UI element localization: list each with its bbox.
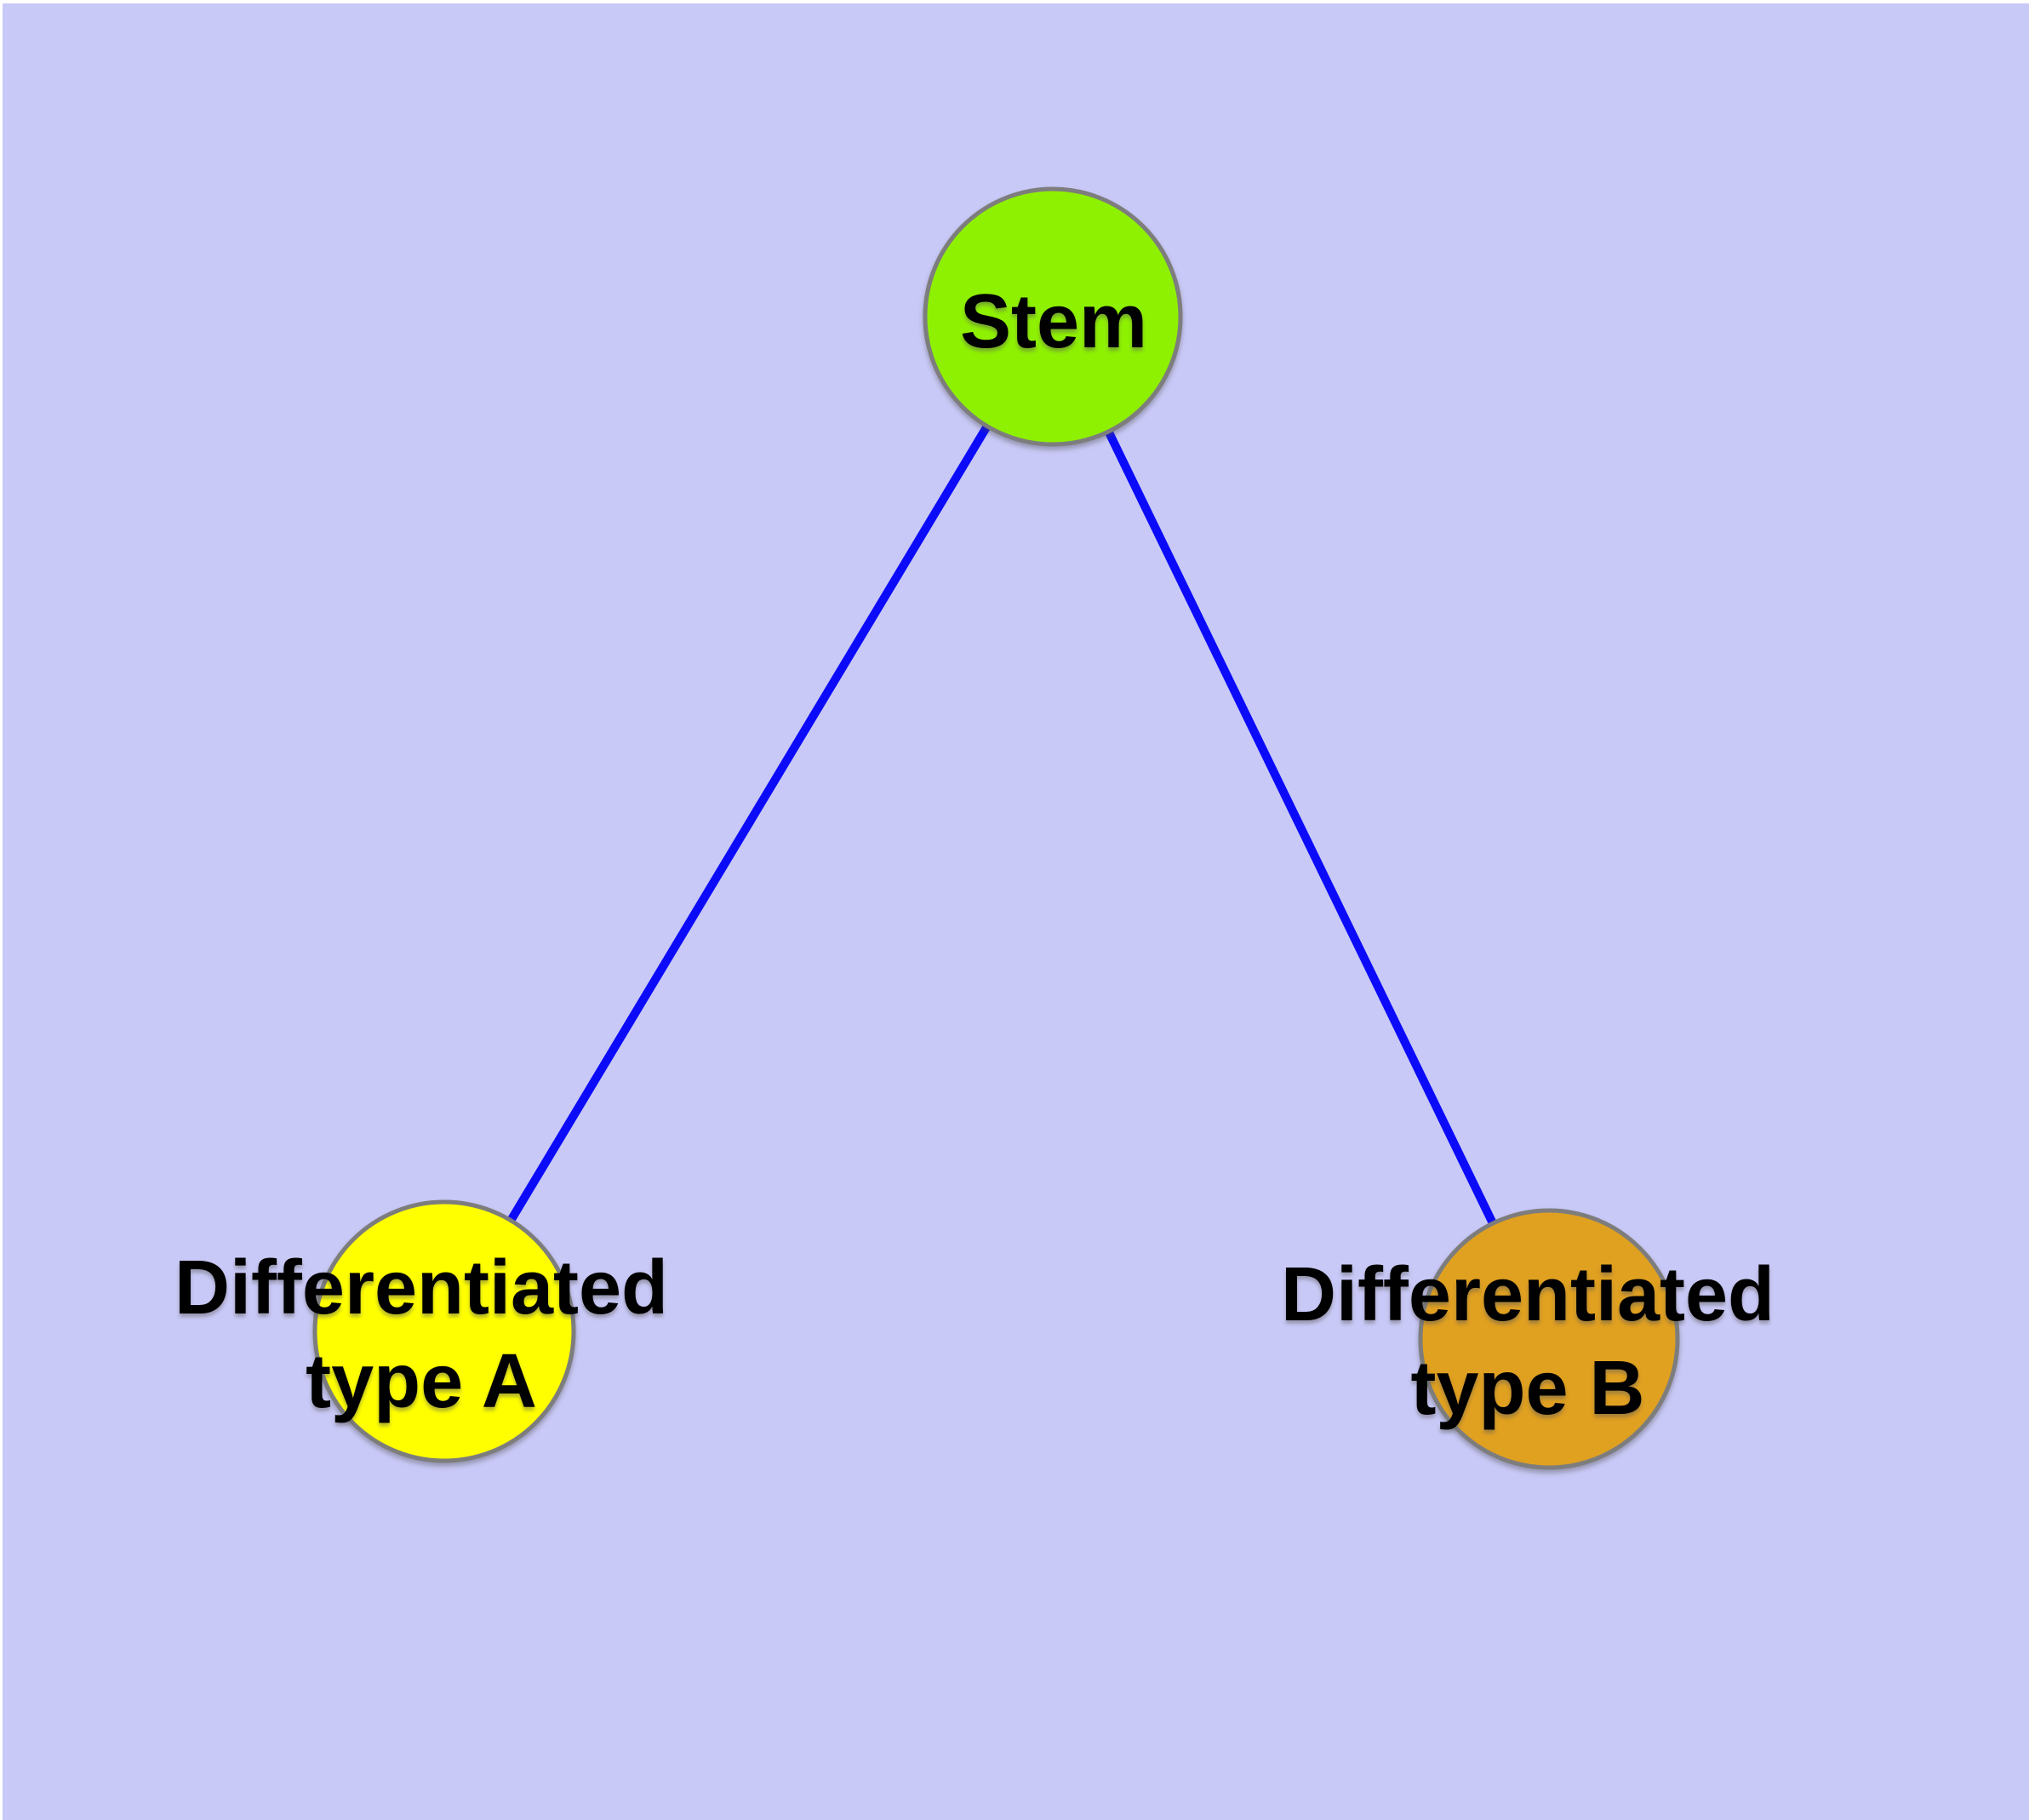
node-differentiated-type-b (1418, 1208, 1680, 1470)
node-label-line: Stem (960, 279, 1147, 364)
nodes-layer (312, 186, 1680, 1470)
node-label-line: Differentiated (1281, 1252, 1775, 1337)
node-label-stem: Stem (960, 279, 1147, 364)
node-label-line: type A (306, 1339, 537, 1424)
edge-stem-to-differentiated-type-a (440, 314, 1057, 1334)
node-stem (923, 186, 1183, 447)
node-label-line: Differentiated (174, 1245, 668, 1331)
node-differentiated-type-a (312, 1199, 576, 1463)
node-label-line: type B (1410, 1346, 1644, 1431)
edge-stem-to-differentiated-type-b (1049, 314, 1553, 1342)
node-label-differentiated-type-b: Differentiated type B (1281, 1252, 1775, 1431)
edges-layer (440, 314, 1553, 1342)
